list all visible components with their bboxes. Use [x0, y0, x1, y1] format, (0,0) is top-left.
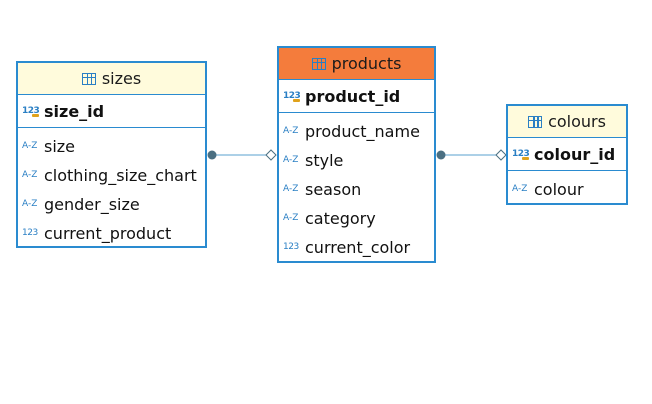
text-type-icon: A-Z — [283, 155, 299, 165]
column-row[interactable]: 123 current_color — [279, 233, 434, 262]
pk-column-row[interactable]: 123 product_id — [279, 80, 400, 112]
text-type-icon: A-Z — [512, 184, 528, 194]
column-name: size — [44, 137, 76, 156]
table-header[interactable]: colours — [508, 106, 626, 138]
link-end-diamond-products — [265, 149, 277, 161]
text-type-icon: A-Z — [22, 170, 38, 180]
column-name: gender_size — [44, 195, 140, 214]
text-type-icon: A-Z — [22, 141, 38, 151]
table-header[interactable]: sizes — [18, 63, 205, 95]
column-name: product_id — [305, 86, 401, 106]
column-name: current_color — [305, 238, 411, 257]
column-row[interactable]: A-Z season — [279, 175, 434, 204]
text-type-icon: A-Z — [283, 213, 299, 223]
table-products[interactable]: products 123 product_id A-Z product_name… — [277, 46, 436, 263]
column-name: season — [305, 180, 362, 199]
pk-column-row[interactable]: 123 colour_id — [508, 138, 615, 170]
column-name: colour — [534, 180, 584, 199]
column-name: clothing_size_chart — [44, 166, 197, 185]
link-end-dot-sizes — [207, 150, 217, 160]
table-header[interactable]: products — [279, 48, 434, 80]
table-icon — [81, 72, 96, 85]
column-row[interactable]: A-Z clothing_size_chart — [18, 161, 205, 190]
column-name: current_product — [44, 224, 172, 243]
column-row[interactable]: 123 current_product — [18, 219, 205, 248]
table-title: products — [331, 54, 402, 73]
link-end-diamond-colours — [495, 149, 507, 161]
column-row[interactable]: A-Z colour — [508, 175, 626, 204]
numeric-key-icon: 123 — [283, 90, 301, 102]
text-type-icon: A-Z — [283, 126, 299, 136]
text-type-icon: A-Z — [22, 199, 38, 209]
link-end-dot-products — [436, 150, 446, 160]
table-sizes[interactable]: sizes 123 size_id A-Z size A-Z clothing_… — [16, 61, 207, 248]
table-icon — [311, 57, 326, 70]
column-name: colour_id — [534, 144, 616, 164]
column-name: product_name — [305, 122, 420, 141]
text-type-icon: A-Z — [283, 184, 299, 194]
column-row[interactable]: A-Z gender_size — [18, 190, 205, 219]
numeric-key-icon: 123 — [22, 105, 40, 117]
numeric-type-icon: 123 — [283, 242, 299, 252]
column-name: size_id — [44, 101, 105, 121]
column-row[interactable]: A-Z size — [18, 132, 205, 161]
table-title: colours — [548, 112, 606, 131]
table-title: sizes — [101, 69, 142, 88]
column-name: category — [305, 209, 376, 228]
column-name: style — [305, 151, 344, 170]
table-colours[interactable]: colours 123 colour_id A-Z colour — [506, 104, 628, 205]
pk-column-row[interactable]: 123 size_id — [18, 95, 104, 127]
numeric-key-icon: 123 — [512, 148, 530, 160]
column-row[interactable]: A-Z style — [279, 146, 434, 175]
numeric-type-icon: 123 — [22, 228, 38, 238]
column-row[interactable]: A-Z category — [279, 204, 434, 233]
column-row[interactable]: A-Z product_name — [279, 117, 434, 146]
table-icon — [528, 115, 543, 128]
